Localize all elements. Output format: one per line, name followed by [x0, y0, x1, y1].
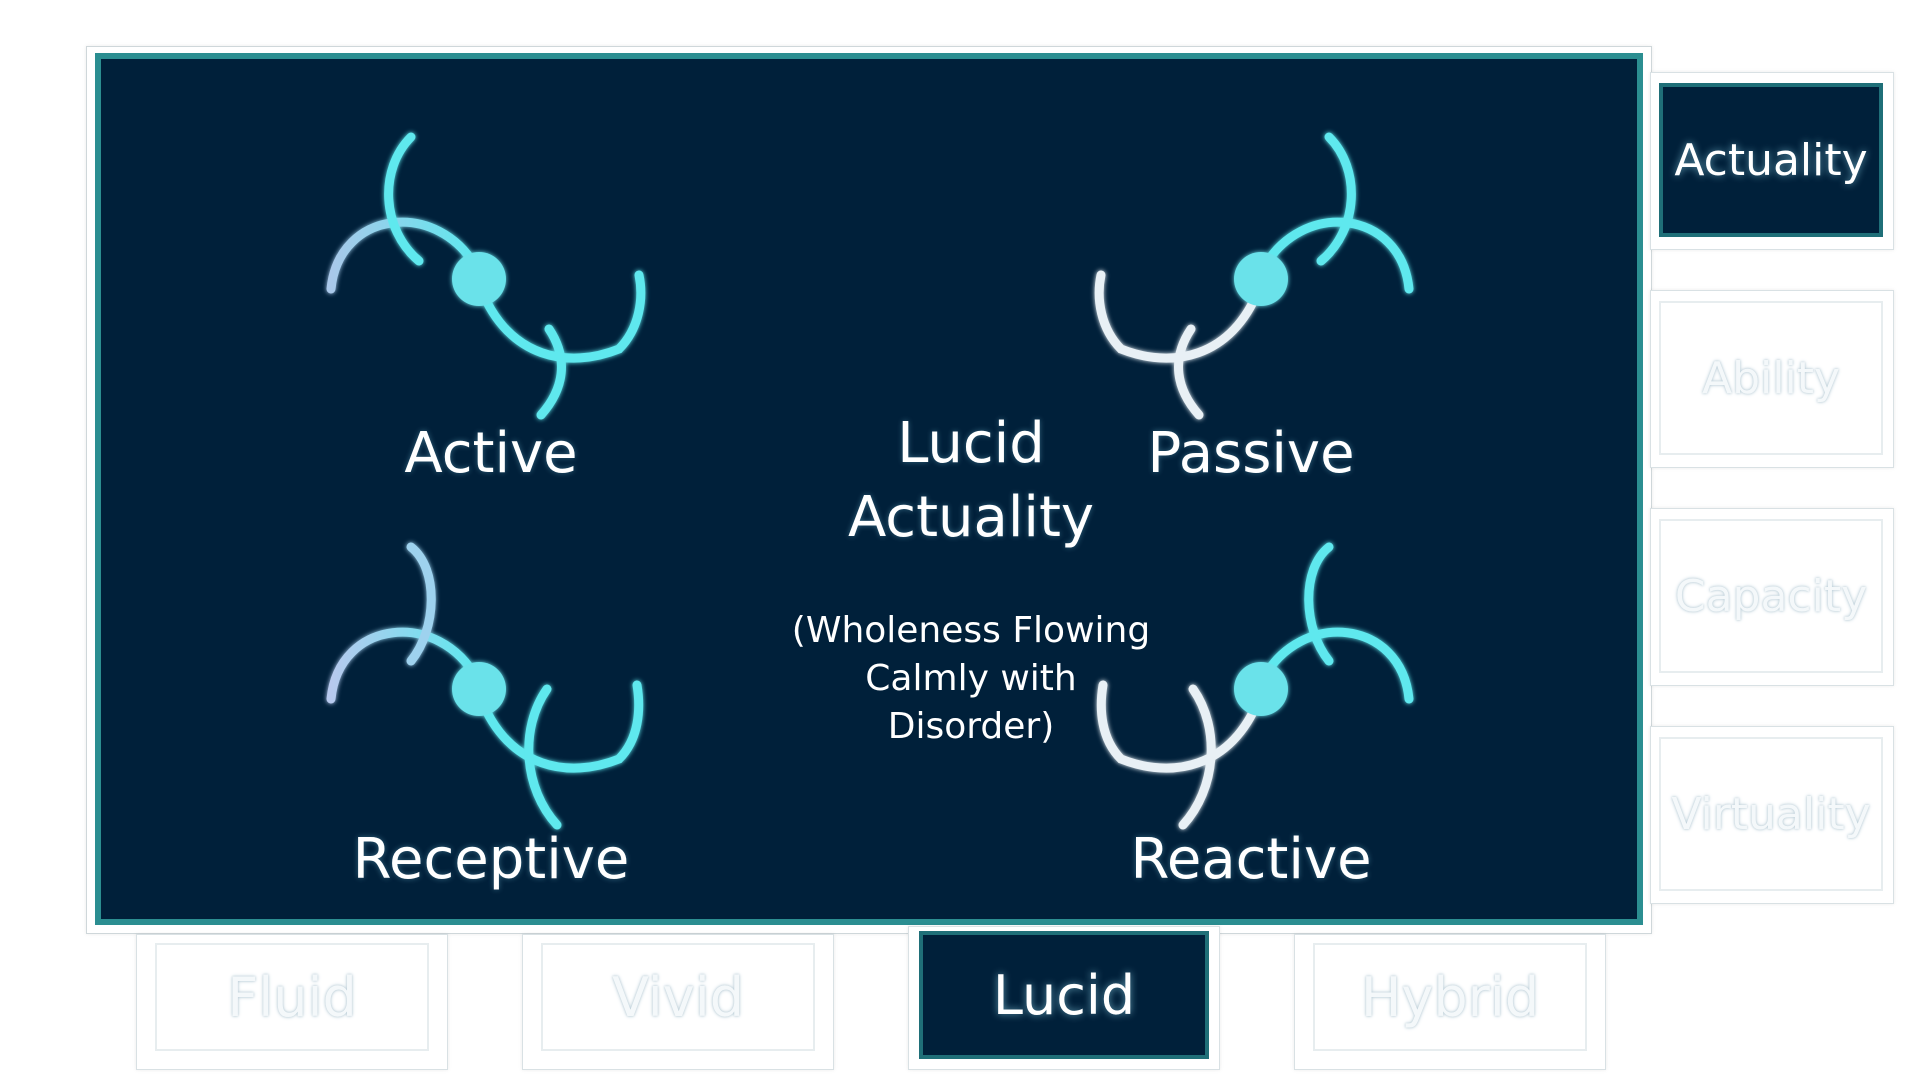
title-line-1: Lucid — [897, 411, 1045, 476]
tab-virtuality[interactable]: Virtuality — [1650, 726, 1894, 904]
tab-capacity[interactable]: Capacity — [1650, 508, 1894, 686]
subtitle-line-3: Disorder) — [887, 706, 1055, 747]
page-subtitle: (Wholeness Flowing Calmly with Disorder) — [761, 607, 1181, 751]
tab-actuality[interactable]: Actuality — [1650, 72, 1894, 250]
tab-lucid-label: Lucid — [919, 931, 1209, 1059]
reactive-glyph-icon — [1081, 529, 1421, 849]
tab-actuality-label: Actuality — [1659, 83, 1883, 237]
tab-fluid[interactable]: Fluid — [136, 934, 448, 1070]
passive-glyph-icon — [1081, 119, 1421, 439]
tab-ability[interactable]: Ability — [1650, 290, 1894, 468]
tab-fluid-label: Fluid — [155, 943, 429, 1051]
tab-hybrid[interactable]: Hybrid — [1294, 934, 1606, 1070]
active-glyph-icon — [319, 119, 659, 439]
tab-virtuality-label: Virtuality — [1659, 737, 1883, 891]
main-panel-content: Active Passive Receptive Reactive Lucid … — [95, 53, 1643, 925]
page-title: Lucid Actuality — [761, 407, 1181, 555]
label-receptive: Receptive — [352, 827, 630, 892]
tab-capacity-label: Capacity — [1659, 519, 1883, 673]
tab-vivid[interactable]: Vivid — [522, 934, 834, 1070]
subtitle-line-2: Calmly with — [865, 658, 1077, 699]
subtitle-line-1: (Wholeness Flowing — [791, 610, 1151, 651]
tab-lucid[interactable]: Lucid — [908, 926, 1220, 1070]
tab-ability-label: Ability — [1659, 301, 1883, 455]
tab-hybrid-label: Hybrid — [1313, 943, 1587, 1051]
label-reactive: Reactive — [1130, 827, 1372, 892]
label-passive: Passive — [1147, 421, 1355, 486]
receptive-glyph-icon — [319, 529, 659, 849]
title-line-2: Actuality — [847, 485, 1095, 550]
tab-vivid-label: Vivid — [541, 943, 815, 1051]
main-panel: Active Passive Receptive Reactive Lucid … — [86, 46, 1652, 934]
label-active: Active — [404, 421, 578, 486]
